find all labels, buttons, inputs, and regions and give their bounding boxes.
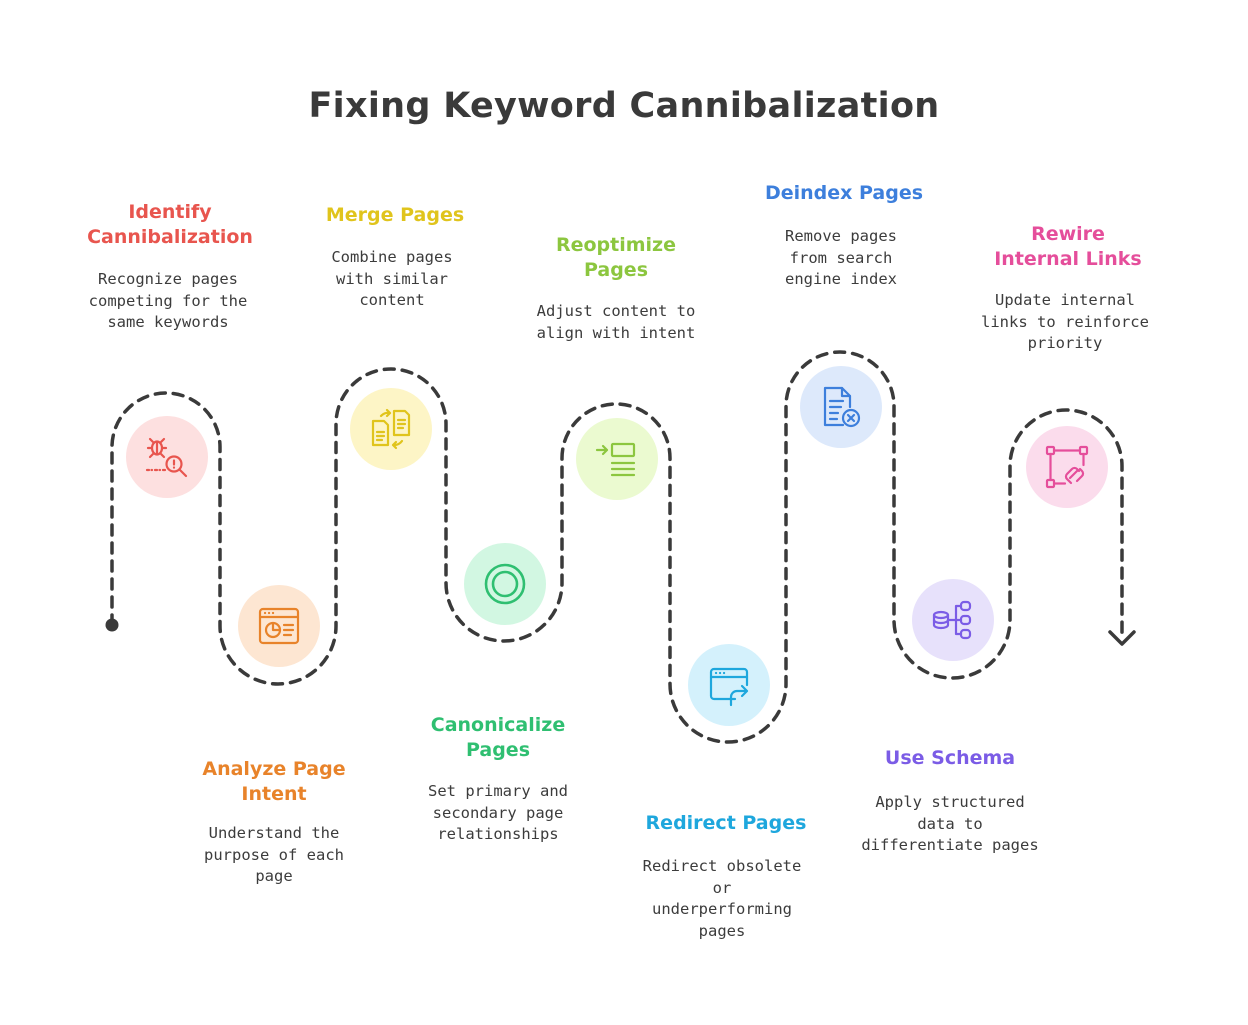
step-desc-line: same keywords xyxy=(107,313,229,331)
step-desc-line: content xyxy=(359,291,425,309)
step-title-canonicalize: Canonicalize Pages xyxy=(398,713,598,763)
step-desc-line: purpose of each xyxy=(204,845,344,864)
remove-document-icon xyxy=(823,386,861,428)
step-circle-reoptimize xyxy=(576,418,658,500)
step-title-line: Identify xyxy=(128,201,212,223)
step-desc-deindex: Remove pages from search engine index xyxy=(741,226,941,291)
step-desc-line: relationships xyxy=(437,825,559,843)
step-title-line: Merge Pages xyxy=(325,204,465,226)
step-desc-line: Combine pages xyxy=(331,248,453,266)
step-circle-analyze xyxy=(238,585,320,667)
step-desc-line: page xyxy=(255,867,293,885)
step-desc-merge: Combine pages with similar content xyxy=(292,247,492,312)
step-desc-line: underperforming xyxy=(652,900,792,918)
step-circle-schema xyxy=(912,579,994,661)
step-desc-line: Adjust content to xyxy=(536,302,696,320)
step-title-rewire: Rewire Internal Links xyxy=(968,222,1168,272)
step-circle-redirect xyxy=(688,644,770,726)
step-title-line: Redirect Pages xyxy=(645,812,807,834)
step-desc-line: Redirect obsolete xyxy=(642,857,802,875)
step-desc-line: or xyxy=(712,878,732,897)
step-title-line: Internal Links xyxy=(994,248,1142,270)
step-desc-schema: Apply structured data to differentiate p… xyxy=(850,792,1050,857)
step-desc-line: competing for the xyxy=(88,291,248,310)
redirect-window-icon xyxy=(709,667,749,707)
step-title-line: Pages xyxy=(465,739,531,761)
step-desc-canonicalize: Set primary and secondary page relations… xyxy=(398,781,598,846)
step-title-schema: Use Schema xyxy=(850,746,1050,771)
link-nodes-icon xyxy=(1045,445,1089,489)
database-schema-icon xyxy=(932,600,972,640)
step-desc-analyze: Understand the purpose of each page xyxy=(174,823,374,888)
step-desc-line: engine index xyxy=(785,270,897,288)
step-desc-line: Apply structured xyxy=(875,793,1025,811)
analytics-browser-icon xyxy=(258,607,300,645)
step-title-analyze: Analyze Page Intent xyxy=(174,757,374,807)
step-desc-line: Recognize pages xyxy=(98,270,238,288)
step-desc-line: differentiate pages xyxy=(861,836,1039,854)
step-title-line: Analyze Page xyxy=(202,758,346,780)
step-title-deindex: Deindex Pages xyxy=(744,181,944,206)
step-desc-line: links to reinforce xyxy=(981,312,1149,331)
dashed-path-line xyxy=(110,350,1124,744)
step-desc-line: Remove pages xyxy=(785,227,897,245)
target-rings-icon xyxy=(484,563,526,605)
path-start-dot xyxy=(105,618,119,632)
step-desc-line: with similar xyxy=(336,269,448,288)
step-desc-reoptimize: Adjust content to align with intent xyxy=(516,301,716,344)
step-desc-line: Understand the xyxy=(208,824,340,842)
path-end-arrow xyxy=(1108,630,1136,646)
step-title-line: Pages xyxy=(583,259,649,281)
step-title-merge: Merge Pages xyxy=(295,203,495,228)
step-desc-line: secondary page xyxy=(432,803,564,822)
step-circle-deindex xyxy=(800,366,882,448)
page-title: Fixing Keyword Cannibalization xyxy=(308,86,940,126)
step-title-line: Cannibalization xyxy=(87,226,253,248)
step-desc-line: Update internal xyxy=(995,291,1135,309)
step-title-line: Use Schema xyxy=(884,747,1016,769)
bug-search-icon xyxy=(145,437,188,478)
step-desc-line: data to xyxy=(917,814,983,833)
step-circle-merge xyxy=(350,388,432,470)
step-title-identify: Identify Cannibalization xyxy=(70,200,270,250)
step-title-line: Rewire xyxy=(1031,223,1105,245)
step-desc-line: from search xyxy=(789,248,893,267)
step-title-redirect: Redirect Pages xyxy=(626,811,826,836)
step-desc-line: pages xyxy=(698,921,746,940)
step-desc-line: priority xyxy=(1027,334,1103,352)
step-desc-identify: Recognize pages competing for the same k… xyxy=(68,269,268,334)
step-desc-redirect: Redirect obsolete or underperforming pag… xyxy=(622,856,822,942)
step-circle-canonicalize xyxy=(464,543,546,625)
step-title-line: Intent xyxy=(241,783,307,805)
step-circle-rewire xyxy=(1026,426,1108,508)
step-title-line: Canonicalize xyxy=(430,714,566,736)
step-desc-line: Set primary and xyxy=(428,782,568,800)
step-title-reoptimize: Reoptimize Pages xyxy=(516,233,716,283)
step-desc-line: align with intent xyxy=(536,323,696,342)
step-title-line: Reoptimize xyxy=(555,234,677,256)
step-circle-identify xyxy=(126,416,208,498)
step-title-line: Deindex Pages xyxy=(764,182,924,204)
merge-documents-icon xyxy=(371,408,411,450)
indent-text-icon xyxy=(595,442,636,477)
step-desc-rewire: Update internal links to reinforce prior… xyxy=(965,290,1165,355)
